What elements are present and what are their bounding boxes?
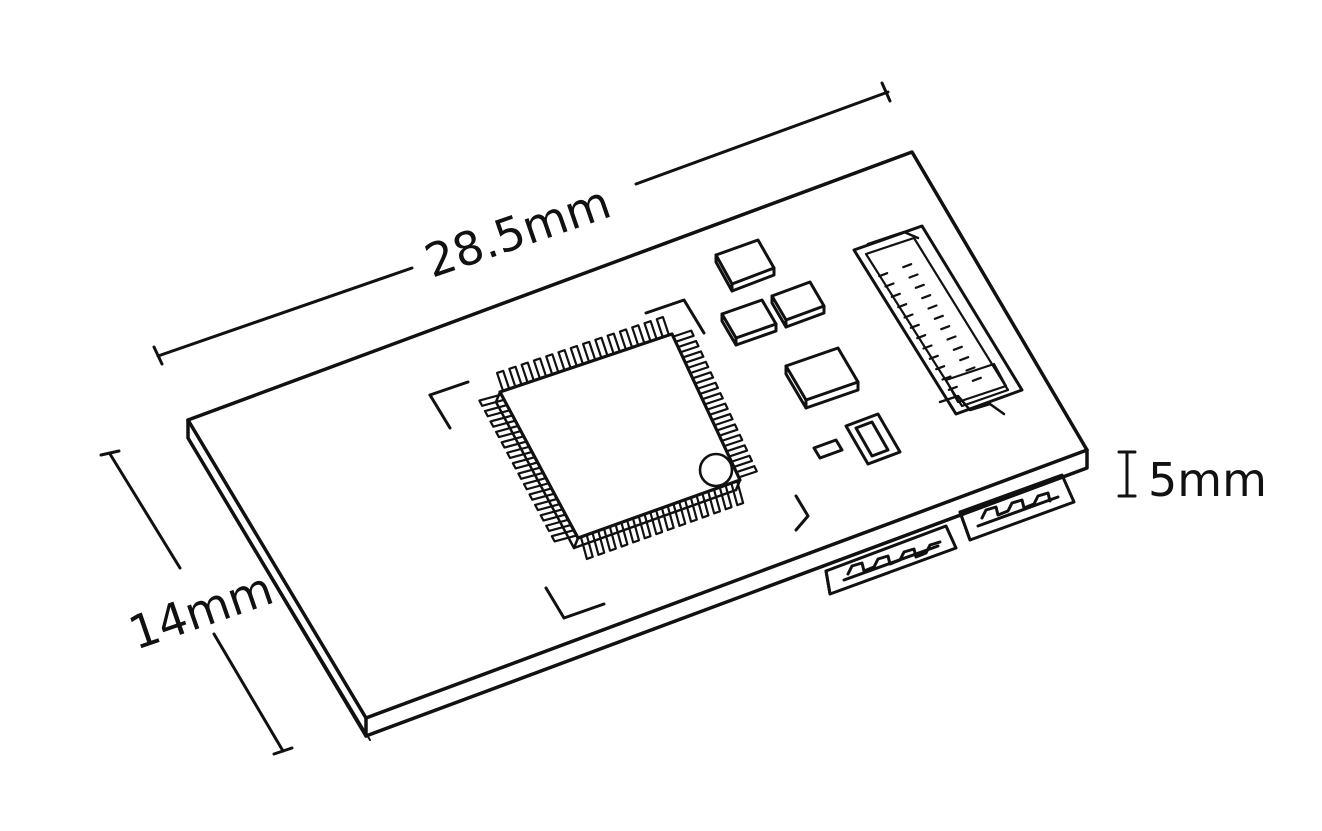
connector-pin — [908, 273, 919, 279]
connector-pin — [947, 385, 958, 391]
connector-pin — [878, 272, 889, 278]
height-dimension — [1117, 450, 1137, 498]
connector-pin — [965, 366, 976, 372]
smd-component-4 — [784, 346, 860, 410]
smd-component-5 — [844, 412, 902, 466]
height-label: 5mm — [1148, 453, 1267, 507]
smd-component-1 — [714, 238, 776, 293]
connector-pin — [914, 283, 925, 289]
chip-pin — [683, 496, 698, 523]
connector-pin — [971, 376, 982, 382]
bottom-connector-left — [824, 524, 958, 596]
connector-pin — [946, 335, 957, 341]
connector-pin — [952, 345, 963, 351]
width-dimension — [99, 449, 294, 756]
bottom-connector-right — [958, 473, 1076, 542]
connector-pin — [921, 294, 932, 300]
chip-pin — [660, 504, 675, 532]
connector-pin — [935, 365, 946, 371]
length-dimension — [152, 81, 892, 366]
chip-pin — [649, 508, 664, 536]
smd-component-3 — [770, 280, 826, 329]
connector-pin — [941, 375, 952, 381]
connector-pin — [928, 354, 939, 360]
chip-pin — [614, 521, 629, 548]
silkscreen-brackets — [428, 298, 810, 620]
connector-pin — [940, 325, 951, 331]
qfp-chip — [478, 315, 758, 561]
connector-pin — [890, 292, 901, 298]
connector-pin — [903, 313, 914, 319]
chip-pin — [672, 500, 687, 527]
connector-pin — [884, 282, 895, 288]
connector-pin — [959, 356, 970, 362]
chip-pin — [579, 533, 594, 561]
connector-pin — [897, 303, 908, 309]
pin1-marker — [698, 452, 734, 488]
chip-pin — [695, 492, 710, 519]
chip-pin — [602, 525, 617, 552]
chip-pin — [637, 513, 652, 540]
pcb-board — [186, 150, 1089, 741]
connector-pin — [927, 304, 938, 310]
connector-pin — [933, 314, 944, 320]
chip-pin — [707, 488, 722, 515]
connector-pin — [916, 334, 927, 340]
top-connector — [852, 224, 1024, 416]
connector-pin — [902, 263, 913, 269]
chip-pin — [591, 529, 606, 556]
chip-pin — [718, 484, 733, 511]
smd-component-6 — [812, 438, 844, 460]
chip-pin — [478, 393, 506, 407]
connector-pin — [922, 344, 933, 350]
chip-pin — [626, 517, 641, 544]
smd-component-2 — [720, 298, 778, 347]
width-label: 14mm — [122, 561, 280, 660]
connector-pin — [909, 323, 920, 329]
